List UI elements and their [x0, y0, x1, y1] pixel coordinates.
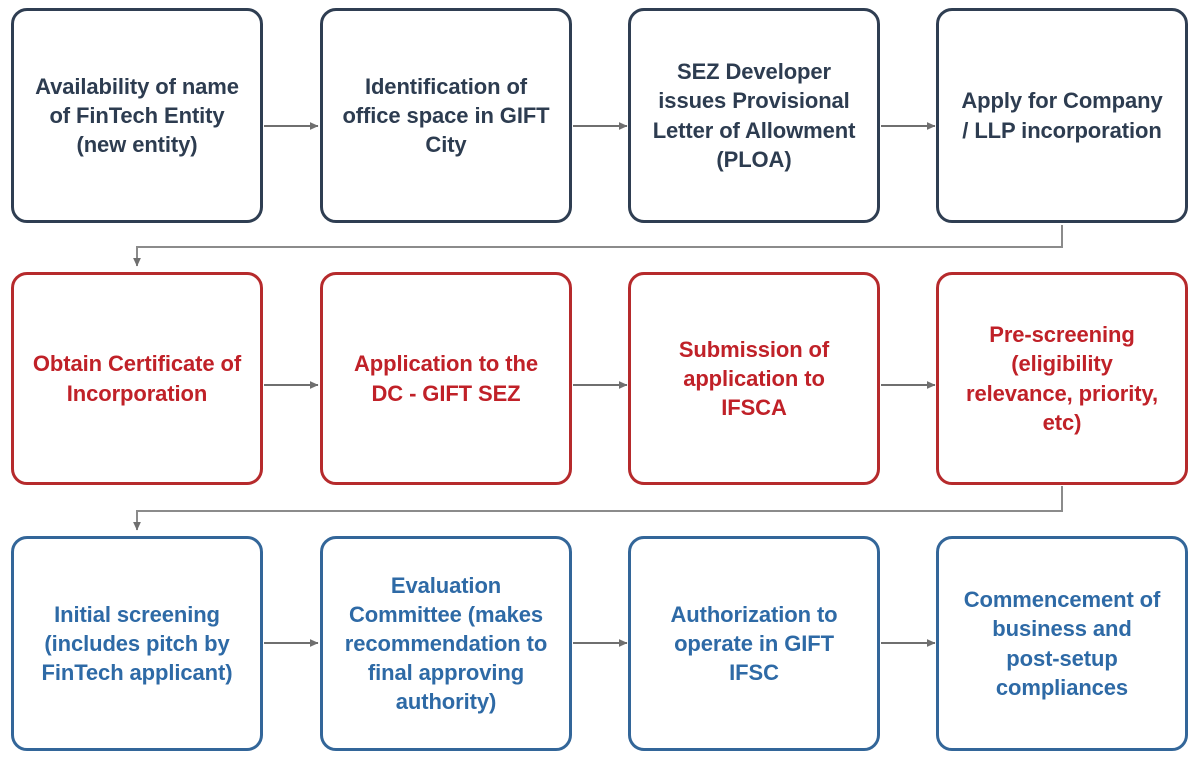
- flow-node-r2c3[interactable]: Submission of application to IFSCA: [628, 272, 880, 485]
- flow-node-label: Authorization to operate in GIFT IFSC: [670, 601, 838, 686]
- flow-node-label: Apply for Company / LLP incorporation: [961, 88, 1163, 143]
- flow-node-r3c3[interactable]: Authorization to operate in GIFT IFSC: [628, 536, 880, 751]
- flow-node-r3c4[interactable]: Commencement of business and post-setup …: [936, 536, 1188, 751]
- flow-node-label: Availability of name of FinTech Entity (…: [35, 73, 239, 158]
- flow-node-r1c1[interactable]: Availability of name of FinTech Entity (…: [11, 8, 263, 223]
- flow-node-label: Submission of application to IFSCA: [678, 336, 830, 421]
- flow-node-label: Identification of office space in GIFT C…: [342, 73, 550, 158]
- flow-node-r1c4[interactable]: Apply for Company / LLP incorporation: [936, 8, 1188, 223]
- flow-node-label: Application to the DC - GIFT SEZ: [354, 351, 538, 406]
- flow-node-label: Evaluation Committee (makes recommendati…: [344, 572, 548, 715]
- flow-node-label: Initial screening (includes pitch by Fin…: [41, 601, 233, 686]
- flow-node-label: Pre-screening (eligibility relevance, pr…: [965, 322, 1158, 435]
- flow-node-label: Obtain Certificate of Incorporation: [32, 351, 242, 406]
- flow-node-r1c2[interactable]: Identification of office space in GIFT C…: [320, 8, 572, 223]
- arrow-r2c4-to-r3c1: [133, 486, 1063, 531]
- flow-node-r2c1[interactable]: Obtain Certificate of Incorporation: [11, 272, 263, 485]
- flow-node-r3c1[interactable]: Initial screening (includes pitch by Fin…: [11, 536, 263, 751]
- flow-node-label: SEZ Developer issues Provisional Letter …: [652, 59, 856, 172]
- flow-node-r2c2[interactable]: Application to the DC - GIFT SEZ: [320, 272, 572, 485]
- flow-node-r2c4[interactable]: Pre-screening (eligibility relevance, pr…: [936, 272, 1188, 485]
- arrow-r1c4-to-r2c1: [133, 225, 1063, 267]
- flow-node-label: Commencement of business and post-setup …: [963, 587, 1161, 700]
- flow-node-r3c2[interactable]: Evaluation Committee (makes recommendati…: [320, 536, 572, 751]
- flow-node-r1c3[interactable]: SEZ Developer issues Provisional Letter …: [628, 8, 880, 223]
